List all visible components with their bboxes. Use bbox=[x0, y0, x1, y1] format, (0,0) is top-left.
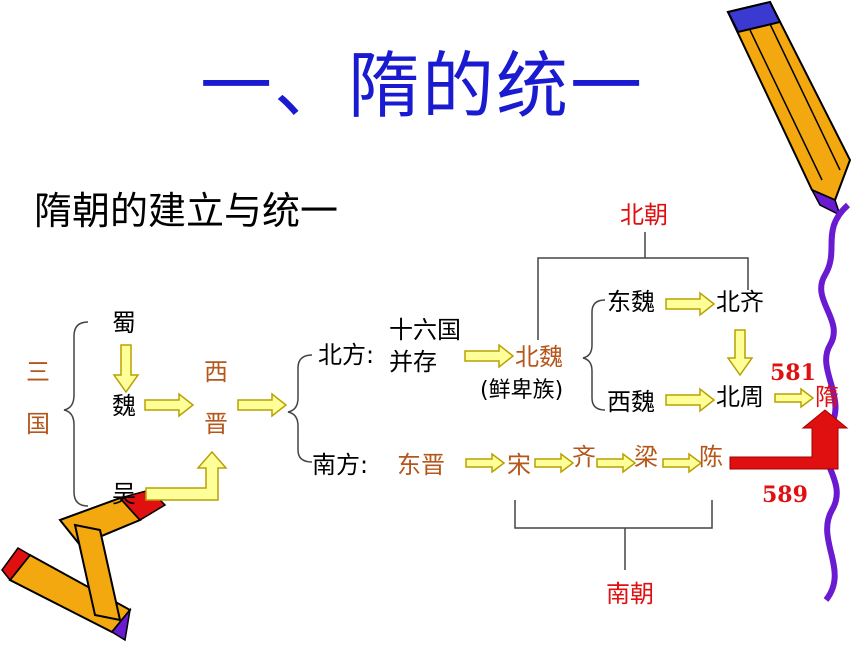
node-qi: 齐 bbox=[572, 443, 596, 471]
pencil-icon bbox=[726, 0, 852, 217]
pencils-icon bbox=[1, 489, 167, 642]
subtitle: 隋朝的建立与统一 bbox=[34, 189, 339, 233]
western-jin-label-2: 晋 bbox=[204, 410, 228, 438]
node-sixteen-kingdoms: 十六国 bbox=[389, 316, 461, 344]
three-kingdoms-label-1: 三 bbox=[26, 358, 50, 386]
node-eastern-jin: 东晋 bbox=[397, 451, 445, 479]
node-northern-qi: 北齐 bbox=[716, 288, 764, 316]
node-xianbei: (鲜卑族) bbox=[480, 378, 564, 403]
year-589: 589 bbox=[762, 482, 808, 508]
node-coexist: 并存 bbox=[389, 348, 437, 376]
node-western-wei: 西魏 bbox=[607, 388, 655, 416]
node-song: 宋 bbox=[507, 451, 531, 479]
south-label: 南方: bbox=[312, 451, 369, 479]
year-581: 581 bbox=[770, 360, 816, 386]
northern-dynasties-label: 北朝 bbox=[620, 201, 668, 229]
node-shu: 蜀 bbox=[112, 309, 136, 337]
node-wei: 魏 bbox=[112, 392, 136, 420]
node-northern-wei: 北魏 bbox=[515, 343, 563, 371]
southern-dynasties-label: 南朝 bbox=[606, 580, 654, 608]
node-wu: 吴 bbox=[112, 480, 136, 508]
node-eastern-wei: 东魏 bbox=[607, 288, 655, 316]
three-kingdoms-label-2: 国 bbox=[26, 410, 50, 438]
western-jin-label-1: 西 bbox=[204, 358, 228, 386]
node-chen: 陈 bbox=[699, 443, 723, 471]
page-title: 一、隋的统一 bbox=[200, 44, 645, 128]
wavy-border-decoration bbox=[818, 202, 851, 602]
node-northern-zhou: 北周 bbox=[716, 383, 764, 411]
node-sui: 隋 bbox=[815, 383, 839, 411]
north-label: 北方: bbox=[318, 341, 375, 369]
node-liang: 梁 bbox=[634, 443, 658, 471]
